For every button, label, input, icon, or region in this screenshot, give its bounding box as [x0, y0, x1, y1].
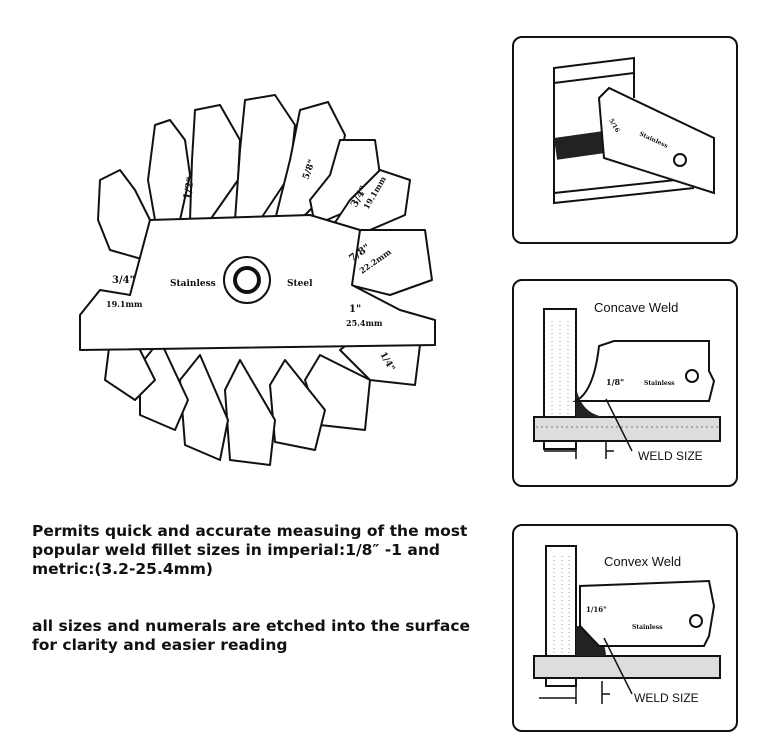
gauge-mark-1-2: 1/2": [182, 176, 197, 200]
gauge-mark-19mm: 19.1mm: [106, 299, 143, 309]
convex-weld-illustration: Convex Weld 1/16" Stainless WELD SIZE: [533, 545, 721, 705]
concave-weld-title: Concave Weld: [594, 300, 678, 315]
gauge-mark-3-4: 3/4": [112, 275, 135, 286]
description-block-2: all sizes and numerals are etched into t…: [32, 617, 512, 655]
description-line-4: all sizes and numerals are etched into t…: [32, 617, 471, 635]
gauge-leaf: [224, 359, 276, 466]
concave-size-mark: 1/8": [606, 377, 624, 387]
gauge-brand-left: Stainless: [170, 279, 216, 289]
gauge-leaf: [234, 94, 296, 221]
gauge-leaf: [309, 139, 381, 226]
description-block-1: Permits quick and accurate measuing of t…: [32, 522, 512, 579]
concave-weld-illustration: Concave Weld 1/8" Stainless WELD SIZE: [533, 300, 721, 463]
convex-weld-size-label: WELD SIZE: [634, 691, 699, 705]
description-line-2: popular weld fillet sizes in imperial:1/…: [32, 541, 440, 559]
gauge-leaf: [349, 229, 433, 296]
description-line-3: metric:(3.2-25.4mm): [32, 560, 214, 578]
gauge-leaf: [147, 119, 191, 221]
concave-weld-panel: Concave Weld 1/8" Stainless WELD SIZE: [512, 279, 738, 487]
gauge-use-panel: 5/16 Stainless: [512, 36, 738, 244]
fillet-gauge-illustration: Stainless Steel 3/4" 19.1mm 7/8" 22.2mm …: [79, 94, 436, 466]
concave-etch: Stainless: [644, 380, 675, 387]
gauge-leaf: [189, 104, 241, 221]
concave-weld-size-label: WELD SIZE: [638, 449, 703, 463]
gauge-use-illustration: 5/16 Stainless: [553, 56, 715, 205]
convex-weld-panel: Convex Weld 1/16" Stainless WELD SIZE: [512, 524, 738, 732]
gauge-leaf: [179, 354, 229, 461]
description-line-5: for clarity and easier reading: [32, 636, 288, 654]
gauge-mark-25mm: 25.4mm: [346, 318, 383, 328]
description-line-1: Permits quick and accurate measuing of t…: [32, 522, 468, 540]
convex-size-mark: 1/16": [586, 605, 607, 614]
gauge-brand-right: Steel: [287, 279, 313, 289]
convex-etch: Stainless: [632, 624, 663, 631]
gauge-mark-1: 1": [349, 304, 361, 315]
convex-weld-title: Convex Weld: [604, 554, 681, 569]
gauge-leaf: [269, 359, 326, 451]
